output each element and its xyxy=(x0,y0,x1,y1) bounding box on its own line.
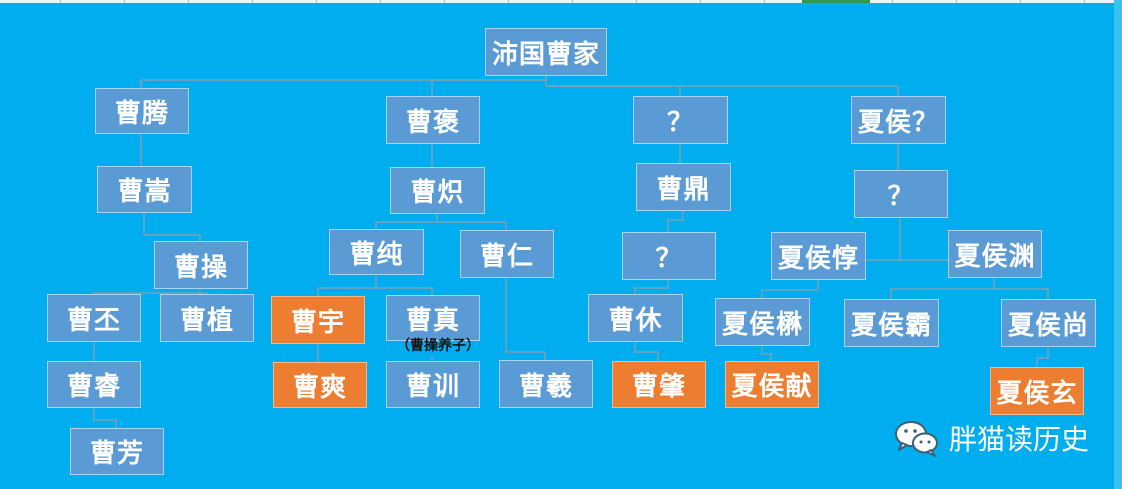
node-cao-song: 曹嵩 xyxy=(97,166,192,213)
watermark-text: 胖猫读历史 xyxy=(949,423,1090,456)
connector xyxy=(317,275,377,296)
connector xyxy=(994,288,1049,299)
connector xyxy=(375,214,438,229)
connector xyxy=(761,346,772,361)
right-edge-strip xyxy=(1114,0,1122,489)
connector xyxy=(890,278,995,299)
node-cao-rui: 曹睿 xyxy=(47,361,141,408)
watermark: 胖猫读历史 xyxy=(893,416,1089,460)
node-xiahou-mao: 夏侯楙 xyxy=(715,298,810,346)
wechat-icon xyxy=(895,421,938,457)
node-cao-chi: 曹炽 xyxy=(390,167,485,214)
node-xiahou-ba: 夏侯霸 xyxy=(844,299,939,347)
connector xyxy=(200,292,208,294)
node-cao-pi: 曹丕 xyxy=(47,294,141,342)
node-xiahou-unknown: 夏侯？ xyxy=(851,96,946,144)
node-cao-ren: 曹仁 xyxy=(460,230,554,278)
connector xyxy=(93,408,117,428)
node-xiahou-xuan: 夏侯玄 xyxy=(990,367,1084,415)
node-unknown-3: ？ xyxy=(622,232,716,280)
connector xyxy=(546,85,899,96)
node-cao-bao: 曹褒 xyxy=(386,96,480,144)
connector xyxy=(761,280,819,298)
cao-zhen-annotation: （曹操养子） xyxy=(396,338,480,354)
selected-tab-indicator xyxy=(802,0,870,3)
connector xyxy=(1036,347,1049,367)
node-root: 沛国曹家 xyxy=(485,28,607,76)
connector xyxy=(143,213,201,241)
node-cao-yu: 曹宇 xyxy=(271,296,365,344)
node-xiahou-xian: 夏侯献 xyxy=(725,361,819,408)
node-cao-fang: 曹芳 xyxy=(70,428,164,475)
connector xyxy=(667,211,684,232)
node-unknown-1: ？ xyxy=(633,96,728,144)
node-unknown-2: ？ xyxy=(854,170,948,218)
connector xyxy=(866,218,901,261)
node-cao-zhao: 曹肇 xyxy=(612,361,706,408)
node-cao-xun: 曹训 xyxy=(386,361,480,408)
node-cao-shuang: 曹爽 xyxy=(273,362,367,408)
node-cao-zhen: 曹真 xyxy=(386,295,480,341)
connector xyxy=(634,280,669,294)
top-strip xyxy=(0,0,1122,3)
node-xiahou-yuan: 夏侯渊 xyxy=(948,230,1042,278)
node-xiahou-dun: 夏侯惇 xyxy=(771,232,866,280)
connector xyxy=(634,342,659,361)
connector xyxy=(93,289,201,294)
node-cao-xiu: 曹休 xyxy=(588,294,683,342)
connector xyxy=(140,76,547,88)
connector xyxy=(431,79,546,96)
node-cao-cao: 曹操 xyxy=(154,241,248,289)
node-cao-ding: 曹鼎 xyxy=(636,163,731,211)
node-cao-chun: 曹纯 xyxy=(329,229,424,275)
connector xyxy=(376,287,433,295)
node-cao-teng: 曹腾 xyxy=(95,88,189,134)
node-cao-xi: 曹羲 xyxy=(499,360,593,408)
node-cao-zhi: 曹植 xyxy=(160,294,254,342)
node-xiahou-shang: 夏侯尚 xyxy=(1001,299,1096,347)
connector xyxy=(437,221,507,230)
connector xyxy=(505,278,546,360)
